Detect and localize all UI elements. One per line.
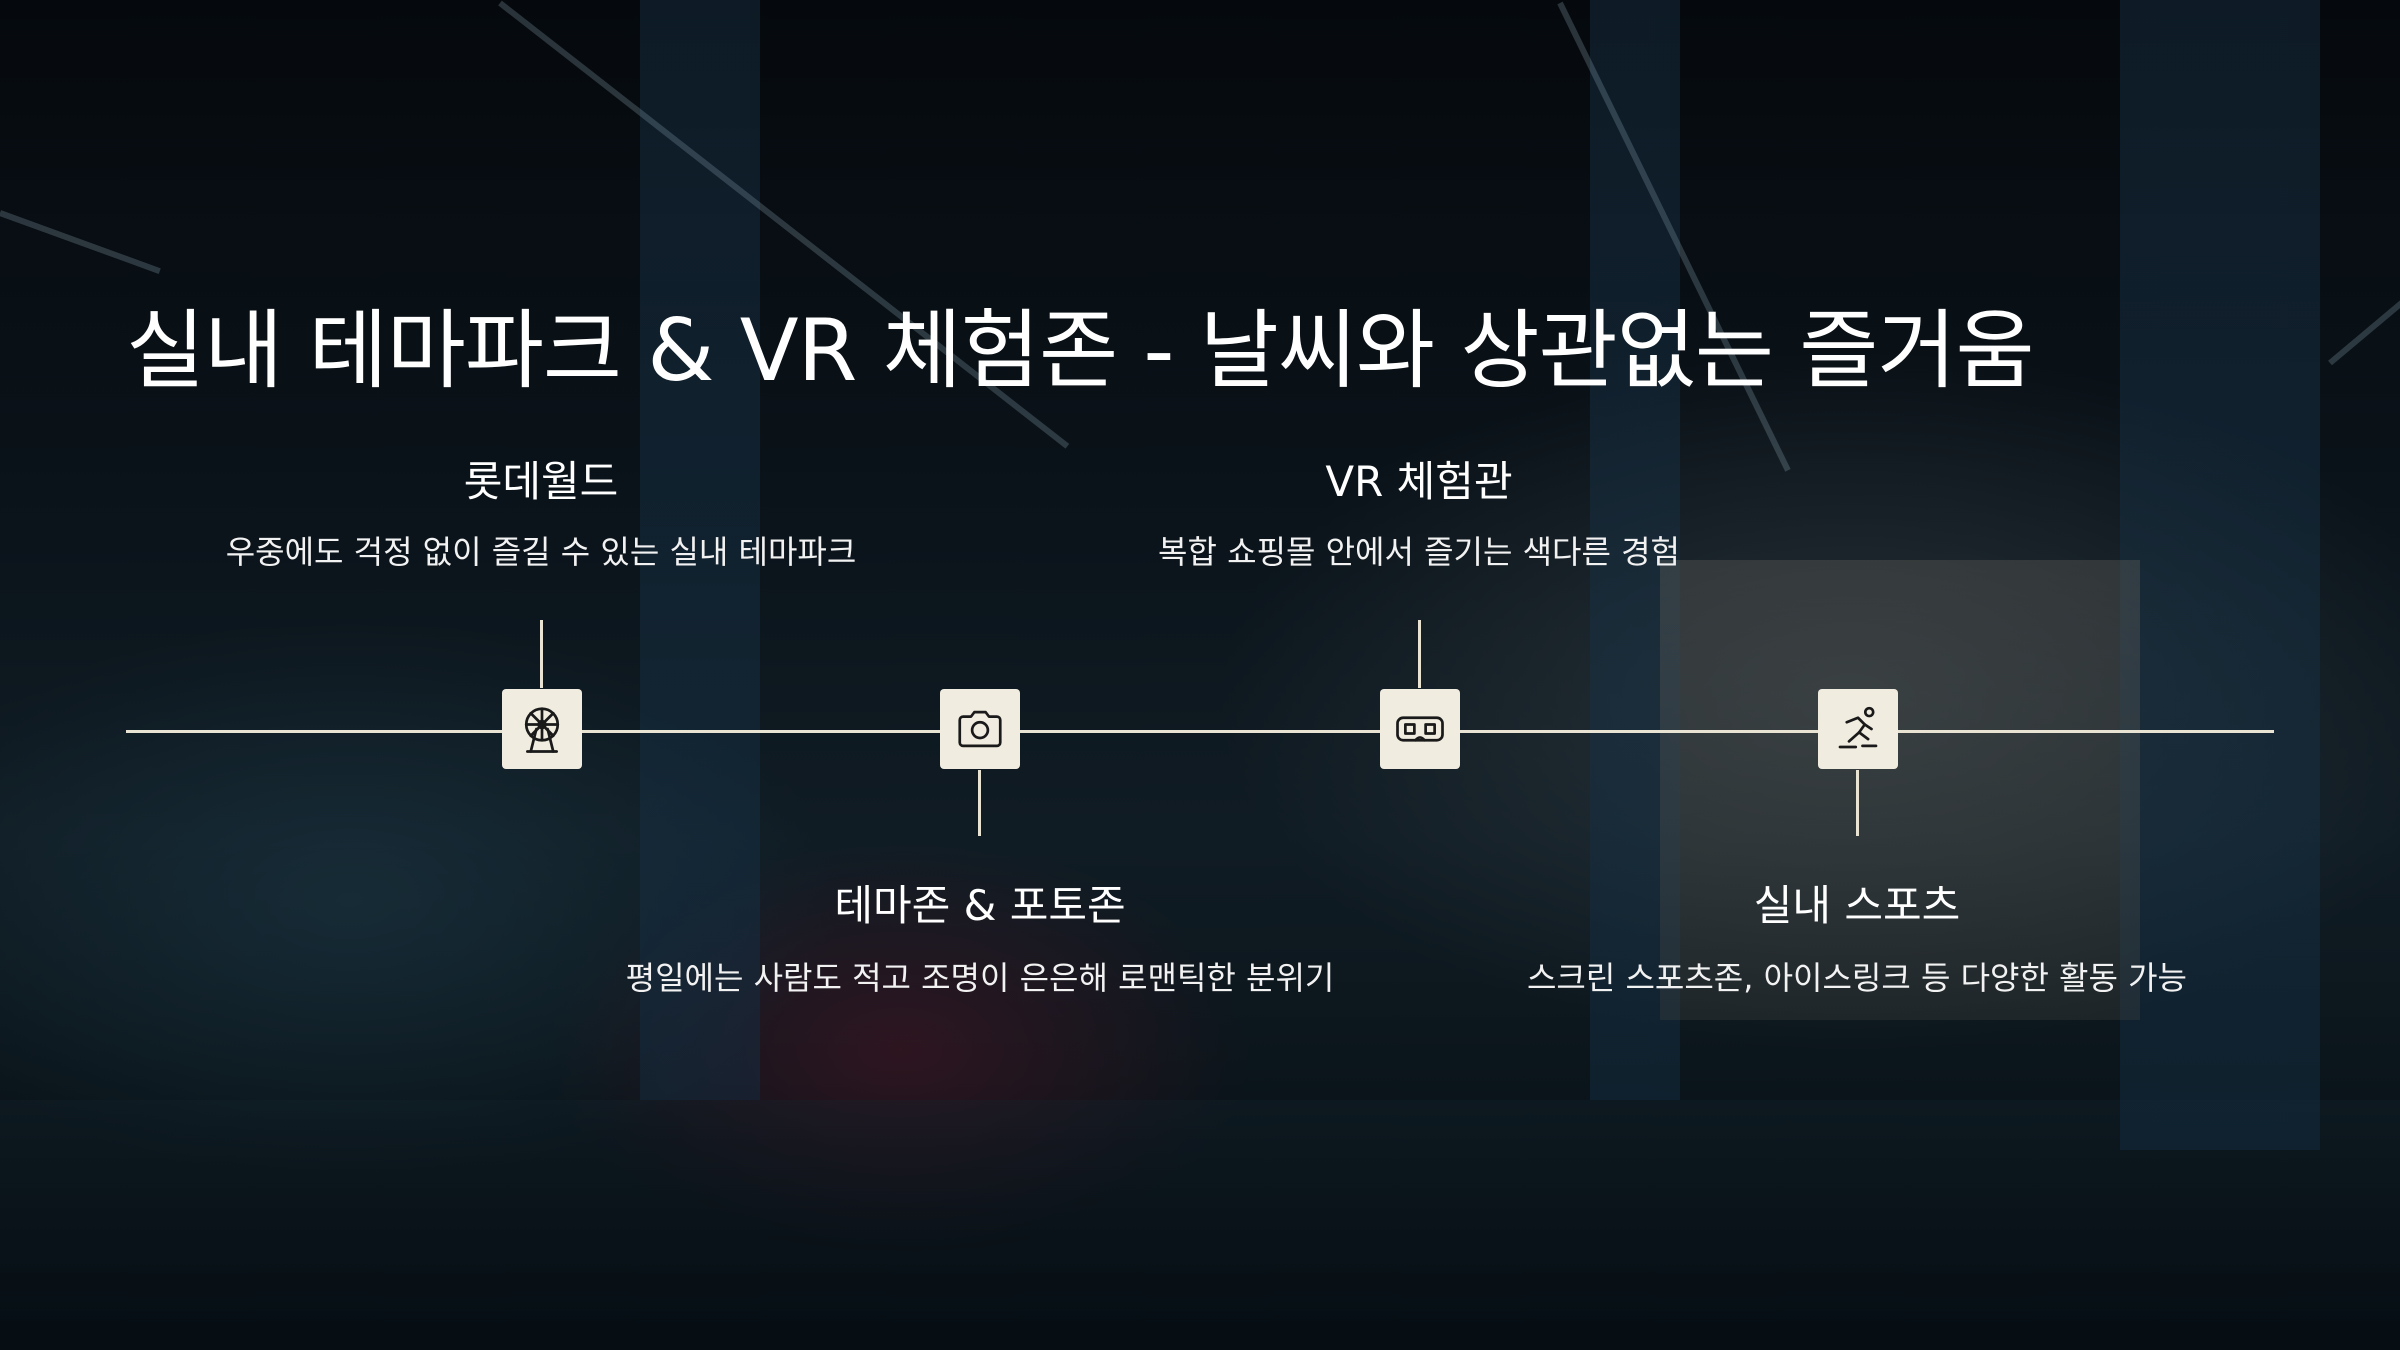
page-title: 실내 테마파크 & VR 체험존 - 날씨와 상관없는 즐거움 [126,301,2035,401]
milestone-icon-box [940,689,1020,769]
milestone-title: VR 체험관 [1325,457,1513,506]
milestone-icon-box [1818,689,1898,769]
milestone-description: 우중에도 걱정 없이 즐길 수 있는 실내 테마파크 [225,533,857,571]
milestone-icon-box [502,689,582,769]
vr-headset-icon [1396,716,1444,742]
background-pillar [1590,0,1680,1100]
timeline-connector [1856,770,1859,836]
milestone-icon-box [1380,689,1460,769]
timeline-connector [540,620,543,688]
milestone-title: 테마존 & 포토존 [834,881,1126,930]
ice-skating-icon [1838,706,1878,749]
background-pillar [2120,0,2320,1150]
background-light-beam [2328,283,2400,366]
background-pillar [640,0,760,1100]
timeline-connector [978,770,981,836]
milestone-title: 롯데월드 [463,457,619,506]
background-light-beam [0,210,161,274]
background-wall [1660,560,2140,1020]
milestone-title: 실내 스포츠 [1753,881,1961,930]
background-floor [0,1100,2400,1350]
ferris-wheel-icon [524,707,560,753]
milestone-description: 스크린 스포츠존, 아이스링크 등 다양한 활동 가능 [1526,959,2187,997]
timeline-line [126,730,2274,733]
milestone-description: 평일에는 사람도 적고 조명이 은은해 로맨틱한 분위기 [625,959,1335,997]
timeline-connector [1418,620,1421,688]
camera-icon [958,710,1002,748]
milestone-description: 복합 쇼핑몰 안에서 즐기는 색다른 경험 [1158,533,1680,571]
